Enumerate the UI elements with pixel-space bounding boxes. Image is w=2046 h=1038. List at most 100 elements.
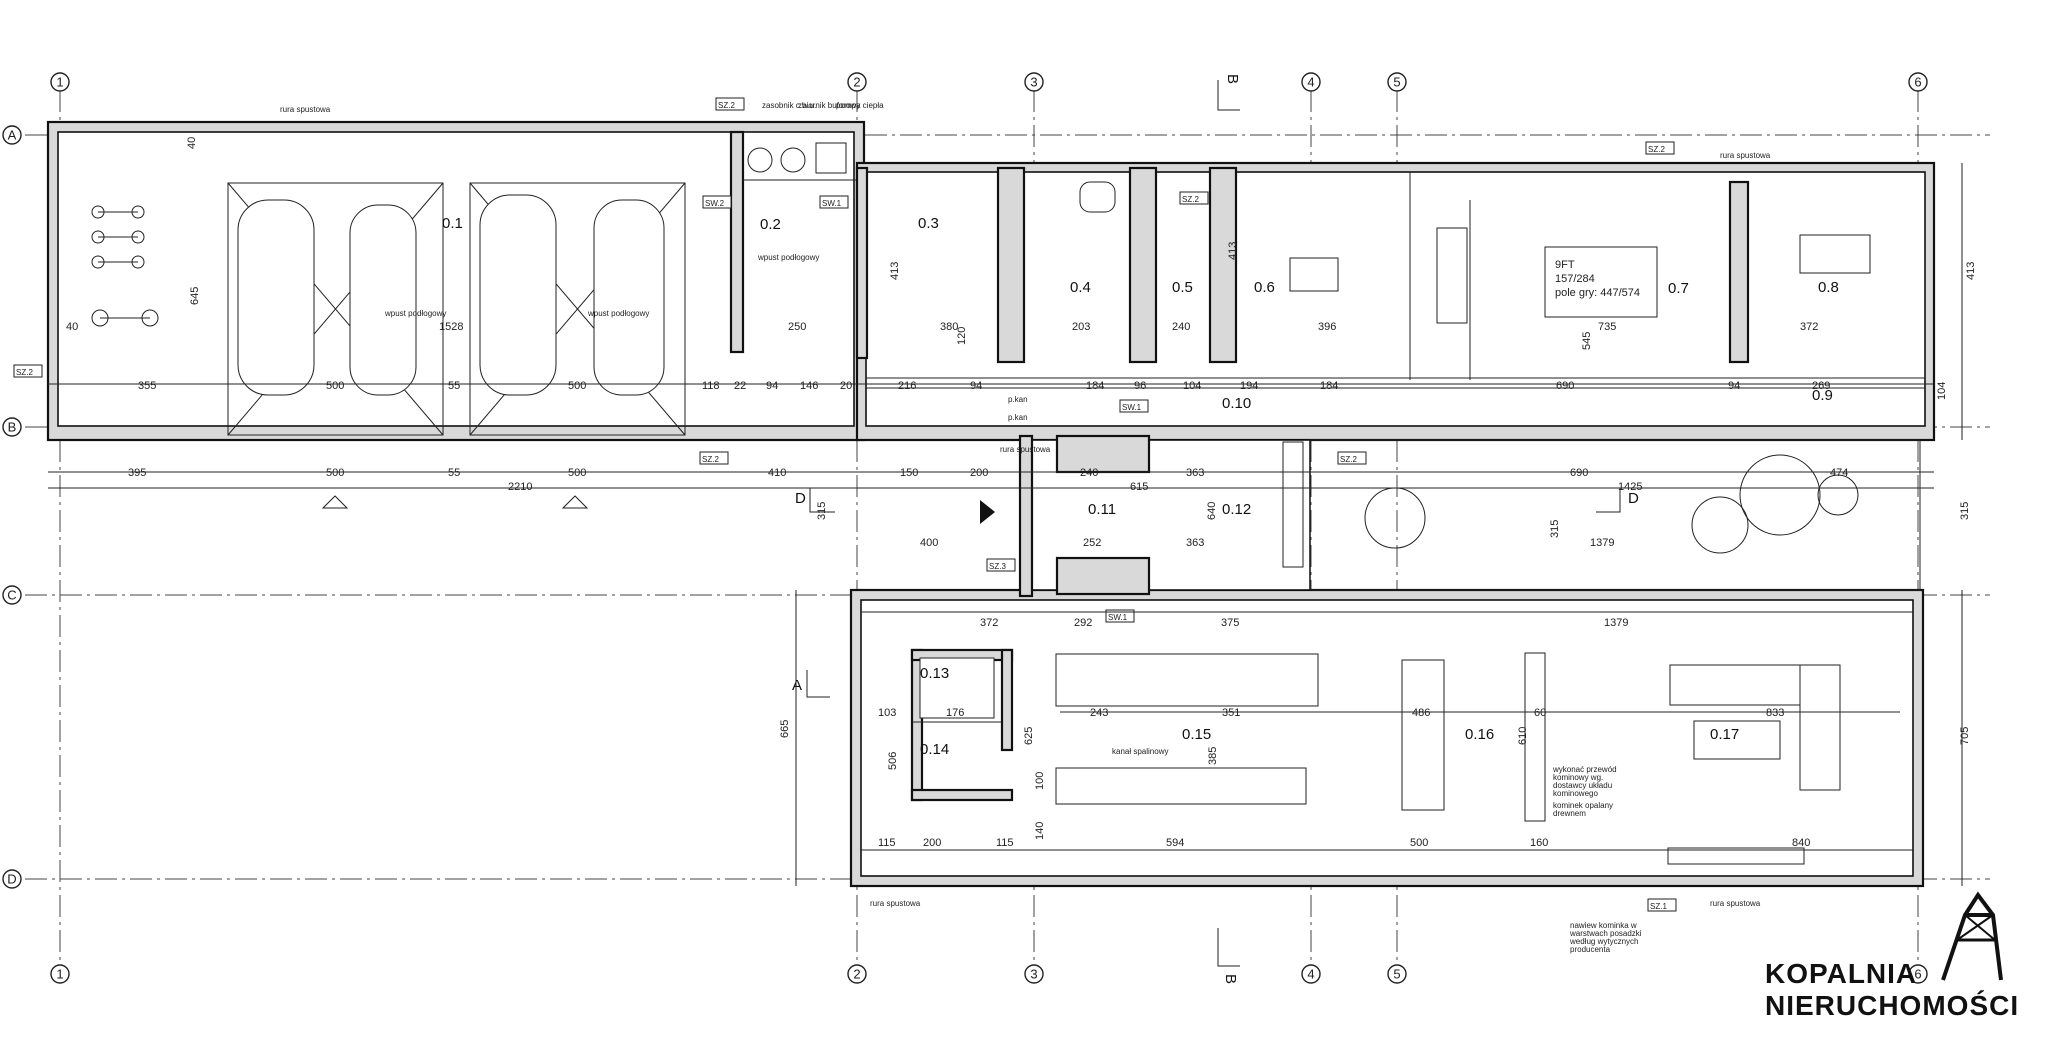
wall-tag: SW.1: [822, 199, 842, 208]
wall-tag: SZ.2: [1182, 195, 1199, 204]
parking-bay: [469, 182, 686, 436]
wall-tags: SZ.2 SZ.2 SZ.2 SZ.2 SZ.2 SZ.2 SZ.1 SW.2 …: [13, 97, 1677, 912]
grid-bubble: [1387, 964, 1407, 984]
grid-label: C: [7, 588, 16, 603]
bathtub-icon: [1079, 181, 1116, 213]
grid-label: 5: [1393, 967, 1400, 982]
billiard-line: 9FT: [1555, 259, 1575, 271]
section-mark: [1596, 488, 1621, 513]
note-komin: kominowy wg.: [1553, 773, 1603, 782]
grid-label: 1: [56, 75, 63, 90]
sofa-icon: [1436, 227, 1468, 324]
dim-label: 351: [1222, 707, 1240, 719]
dim-label: 104: [1936, 382, 1948, 400]
section-label: A: [792, 677, 802, 694]
section-mark: [809, 488, 835, 513]
grid-bubble: [1908, 964, 1928, 984]
grid-bubbles-left: A B C D: [2, 125, 22, 889]
room-label: 0.7: [1668, 280, 1689, 297]
note-pompa: pompa ciepła: [836, 101, 884, 110]
wall-tag: SZ.3: [989, 562, 1006, 571]
tag-box: [699, 451, 729, 465]
partition: [1208, 166, 1238, 364]
dim-label: 94: [1728, 380, 1740, 392]
grid-label: 2: [853, 967, 860, 982]
tag-box: [1647, 898, 1677, 912]
note-komin2: kominek opalany: [1553, 801, 1613, 810]
fireplace-wall: [1282, 441, 1304, 568]
grid-bubble: [1908, 72, 1928, 92]
tag-box: [1119, 399, 1149, 413]
dim-label: 400: [920, 537, 938, 549]
room-label: 0.9: [1812, 387, 1833, 404]
dim-label: 200: [923, 837, 941, 849]
tank-icon: [747, 147, 773, 173]
note-rura: rura spustowa: [1720, 151, 1771, 160]
wall-tag: SW.1: [1108, 613, 1128, 622]
dim-label: 413: [889, 262, 901, 280]
grid-label: 4: [1307, 967, 1314, 982]
room-label: 0.5: [1172, 279, 1193, 296]
grid-label: 2: [853, 75, 860, 90]
dim-label: 22: [734, 380, 746, 392]
wall-tag: SW.2: [705, 199, 725, 208]
dim-label: 372: [980, 617, 998, 629]
wall-tag: SZ.1: [1650, 902, 1667, 911]
sofa-icon: [1799, 664, 1841, 791]
tree-icon: [1691, 496, 1749, 554]
tag-box: [1645, 141, 1675, 155]
note-rura: rura spustowa: [280, 105, 331, 114]
dim-label: 413: [1227, 242, 1239, 260]
billiard-line: 157/284: [1555, 273, 1595, 285]
note-wpust: wpust podłogowy: [384, 309, 446, 318]
dim-label: 216: [898, 380, 916, 392]
note-komin: wykonać przewód: [1552, 765, 1617, 774]
dim-label: 355: [138, 380, 156, 392]
grid-bubble: [1024, 964, 1044, 984]
dim-label: 103: [878, 707, 896, 719]
dim-label: 94: [970, 380, 982, 392]
dim-label: 55: [448, 467, 460, 479]
grid-bubble: [847, 72, 867, 92]
note-nawiew: nawiew kominka w: [1570, 921, 1637, 930]
dim-label: 410: [768, 467, 786, 479]
room-label: 0.13: [920, 665, 949, 682]
note-zasobnik: zasobnik c.w.u.: [762, 101, 816, 110]
grid-bubble: [2, 125, 22, 145]
dim-label: 500: [326, 467, 344, 479]
dim-label: 474: [1830, 467, 1848, 479]
cabinet-block: [1055, 556, 1151, 596]
dim-label: 372: [1800, 321, 1818, 333]
logo-mark-icon: [1941, 891, 2003, 981]
room-labels: 0.1 0.2 0.3 0.4 0.5 0.6 0.7 0.8 0.9 0.10…: [442, 215, 1839, 758]
upper-furniture: [1079, 181, 1871, 568]
dim-label: 1379: [1604, 617, 1628, 629]
wall-tag: SZ.2: [718, 101, 735, 110]
dim-label: 160: [1530, 837, 1548, 849]
grid-label: D: [7, 872, 16, 887]
tag-box: [715, 97, 745, 111]
garage-interior: [57, 131, 855, 427]
hall-wall-strip: [1018, 434, 1034, 598]
tree-icon: [1739, 454, 1821, 536]
dim-label: 100: [1034, 772, 1046, 790]
dim-label: 645: [189, 287, 201, 305]
grid-label: 1: [56, 967, 63, 982]
grid-label: 3: [1030, 75, 1037, 90]
dim-label: 184: [1320, 380, 1338, 392]
room-label: 0.2: [760, 216, 781, 233]
dim-label: 55: [448, 380, 460, 392]
dim-label: 315: [1549, 520, 1561, 538]
room-label: 0.15: [1182, 726, 1211, 743]
dim-label: 292: [1074, 617, 1092, 629]
dimension-lines: [48, 163, 1963, 886]
dim-label: 240: [1172, 321, 1190, 333]
dim-label: 194: [1240, 380, 1258, 392]
dim-label: 500: [568, 467, 586, 479]
section-mark: [806, 670, 830, 698]
dimension-labels: 40 645 1528 40 355 500 55 500 118 22 94 …: [66, 137, 1977, 849]
motorcycle-icon: [91, 309, 159, 327]
partition: [996, 166, 1026, 364]
sauna-bench: [1289, 257, 1339, 292]
dim-label: 545: [1581, 332, 1593, 350]
